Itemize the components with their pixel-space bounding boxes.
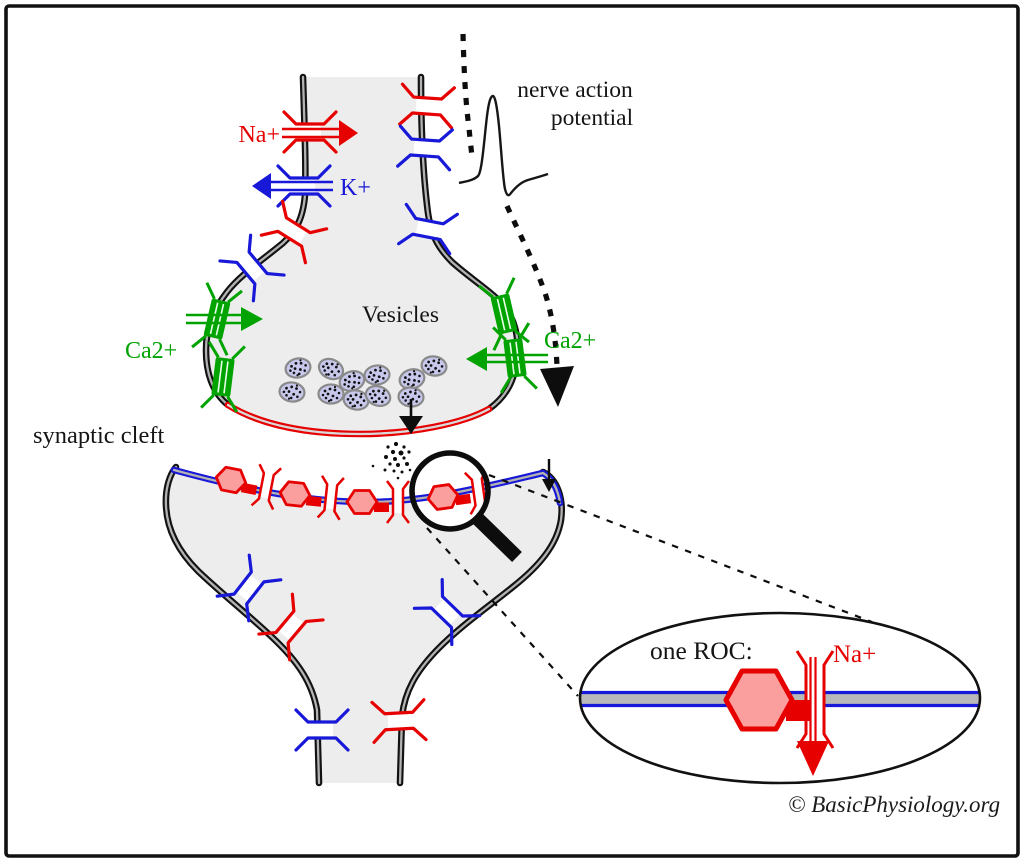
cleft-direction-arrow [542,459,556,492]
nerve-action-potential-label-line1: nerve action [517,77,633,103]
presynaptic-membrane [202,73,521,438]
calcium-influx-arrow-right [466,347,548,371]
conduction-dashed-line-top [460,33,475,158]
inset-content [580,650,980,776]
diagram-frame [4,4,1020,858]
magnifying-glass-handle [473,513,522,563]
potassium-label: K+ [340,175,371,201]
postsynaptic-cell [165,467,562,783]
magnifier-callout-line-bottom [426,527,579,697]
conduction-arrowhead [540,366,574,407]
action-potential-trace [458,94,549,197]
potassium-efflux-arrow [252,173,333,199]
vesicles-label: Vesicles [362,302,439,328]
calcium-label-right: Ca2+ [544,328,596,354]
presynaptic-terminal [206,77,518,434]
copyright-credit: © BasicPhysiology.org [788,792,1000,817]
vesicle-release-arrow [399,399,423,434]
inset-sodium-label: Na+ [833,641,876,668]
vesicle-icon [317,383,345,405]
sodium-label: Na+ [238,122,280,148]
magnifier-callout-line-top [488,473,873,624]
inset-sodium-arrow [797,657,829,776]
nerve-action-potential-label-line2: potential [551,105,634,131]
inset-roc-hexagon [723,668,795,732]
sodium-influx-arrow [282,120,358,146]
calcium-label-left: Ca2+ [125,338,177,364]
inset-ellipse [578,611,982,785]
calcium-influx-arrow-left [186,307,263,331]
magnifier-lens-content [412,453,488,529]
calcium-channels [186,276,548,414]
conduction-dashed-line-bottom [504,204,560,367]
one-roc-label: one ROC: [650,636,753,665]
magnifying-glass-icon [409,450,491,532]
synaptic-cleft-label: synaptic cleft [33,422,164,449]
neurotransmitter-dots [371,441,412,480]
